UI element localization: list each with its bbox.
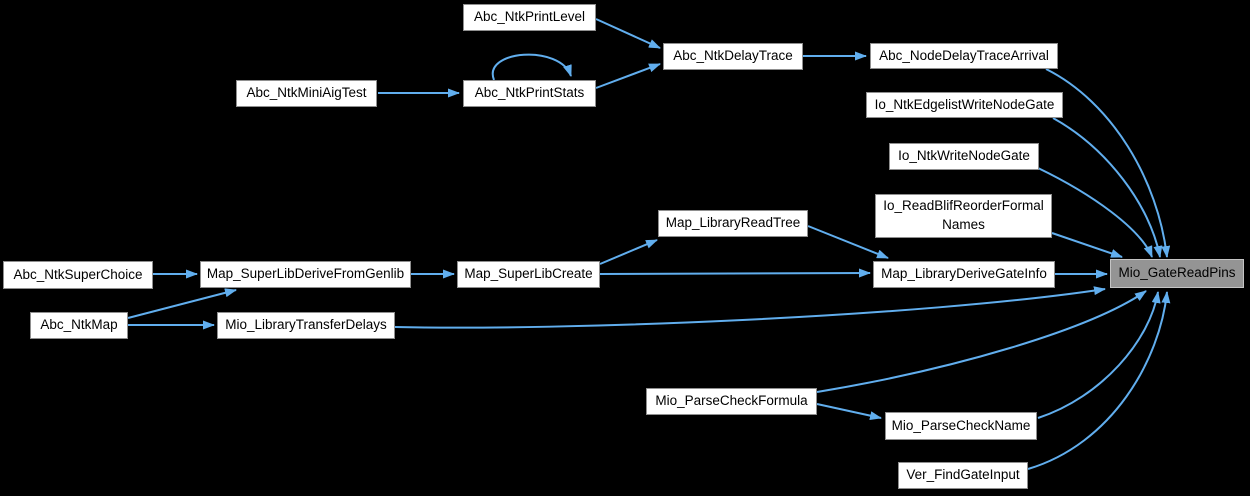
edge-parsecheckname-to-gatereadpins: [1037, 291, 1161, 419]
node-label: Abc_NtkPrintStats: [474, 85, 585, 101]
node-derivegateinfo[interactable]: Map_LibraryDeriveGateInfo: [873, 261, 1055, 288]
node-label: Abc_NtkMap: [40, 317, 118, 333]
node-libraryreadtree[interactable]: Map_LibraryReadTree: [658, 210, 808, 237]
edge-libraryreadtree-to-derivegateinfo: [807, 225, 889, 259]
node-edgelistwritenodegate[interactable]: Io_NtkEdgelistWriteNodeGate: [866, 92, 1063, 118]
node-label: Map_LibraryReadTree: [665, 215, 801, 231]
edge-ntkprintlevel-to-ntkdelaytrace: [595, 18, 661, 49]
edge-parsecheckformula-to-parsecheckname: [816, 403, 882, 421]
edge-superlibcreate-to-libraryreadtree: [599, 239, 658, 265]
node-label: Io_ReadBlifReorderFormal Names: [883, 198, 1044, 232]
node-label: Abc_NtkSuperChoice: [13, 266, 143, 282]
edge-edgelistwritenodegate-to-gatereadpins: [1052, 117, 1163, 258]
edge-verfindgateinput-to-gatereadpins: [1027, 291, 1171, 470]
edge-readblifreorder-to-gatereadpins: [1051, 232, 1123, 258]
node-ntkmap[interactable]: Abc_NtkMap: [30, 312, 128, 339]
node-label: Map_LibraryDeriveGateInfo: [881, 266, 1047, 282]
edge-writenodegate-to-gatereadpins: [1037, 167, 1153, 258]
node-label: Map_SuperLibDeriveFromGenlib: [206, 266, 405, 282]
node-ntkminiaigtest[interactable]: Abc_NtkMiniAigTest: [236, 80, 377, 107]
edge-ntkprintstats-to-ntkdelaytrace: [595, 63, 661, 89]
node-parsecheckname[interactable]: Mio_ParseCheckName: [885, 412, 1037, 440]
node-label: Abc_NtkDelayTrace: [673, 48, 793, 64]
edge-transferdelays-to-gatereadpins: [394, 286, 1106, 329]
node-label: Mio_LibraryTransferDelays: [225, 317, 387, 333]
node-transferdelays[interactable]: Mio_LibraryTransferDelays: [217, 312, 395, 339]
node-label: Mio_ParseCheckName: [891, 417, 1031, 433]
edge-nodedelaytracearrival-to-gatereadpins: [1045, 68, 1171, 258]
node-label: Abc_NtkMiniAigTest: [246, 85, 367, 101]
node-label: Abc_NtkPrintLevel: [473, 9, 586, 25]
node-superchoice[interactable]: Abc_NtkSuperChoice: [3, 261, 153, 289]
node-label: Map_SuperLibCreate: [464, 266, 593, 282]
node-superlibcreate[interactable]: Map_SuperLibCreate: [457, 261, 600, 288]
node-ntkprintstats[interactable]: Abc_NtkPrintStats: [463, 80, 596, 107]
node-derivefromgenlib[interactable]: Map_SuperLibDeriveFromGenlib: [200, 261, 411, 288]
node-writenodegate[interactable]: Io_NtkWriteNodeGate: [889, 143, 1039, 170]
node-label: Io_NtkEdgelistWriteNodeGate: [874, 96, 1055, 112]
edge-ntkmap-to-derivefromgenlib: [127, 288, 237, 319]
edge-superlibcreate-to-derivegateinfo: [599, 268, 871, 278]
node-readblifreorder[interactable]: Io_ReadBlifReorderFormal Names: [875, 194, 1052, 238]
node-verfindgateinput[interactable]: Ver_FindGateInput: [898, 462, 1028, 489]
node-label: Ver_FindGateInput: [906, 467, 1020, 483]
node-nodedelaytracearrival[interactable]: Abc_NodeDelayTraceArrival: [870, 43, 1058, 69]
node-ntkprintlevel[interactable]: Abc_NtkPrintLevel: [463, 4, 596, 31]
node-ntkdelaytrace[interactable]: Abc_NtkDelayTrace: [663, 43, 803, 70]
node-parsecheckformula[interactable]: Mio_ParseCheckFormula: [646, 388, 817, 415]
edge-ntkprintstats-to-ntkprintstats: [491, 53, 572, 81]
node-label: Abc_NodeDelayTraceArrival: [879, 47, 1049, 63]
node-label: Io_NtkWriteNodeGate: [898, 148, 1030, 164]
node-label: Mio_GateReadPins: [1118, 265, 1236, 281]
node-label: Mio_ParseCheckFormula: [655, 393, 808, 409]
node-gatereadpins: Mio_GateReadPins: [1110, 259, 1244, 288]
edge-parsecheckformula-to-gatereadpins: [816, 290, 1147, 393]
